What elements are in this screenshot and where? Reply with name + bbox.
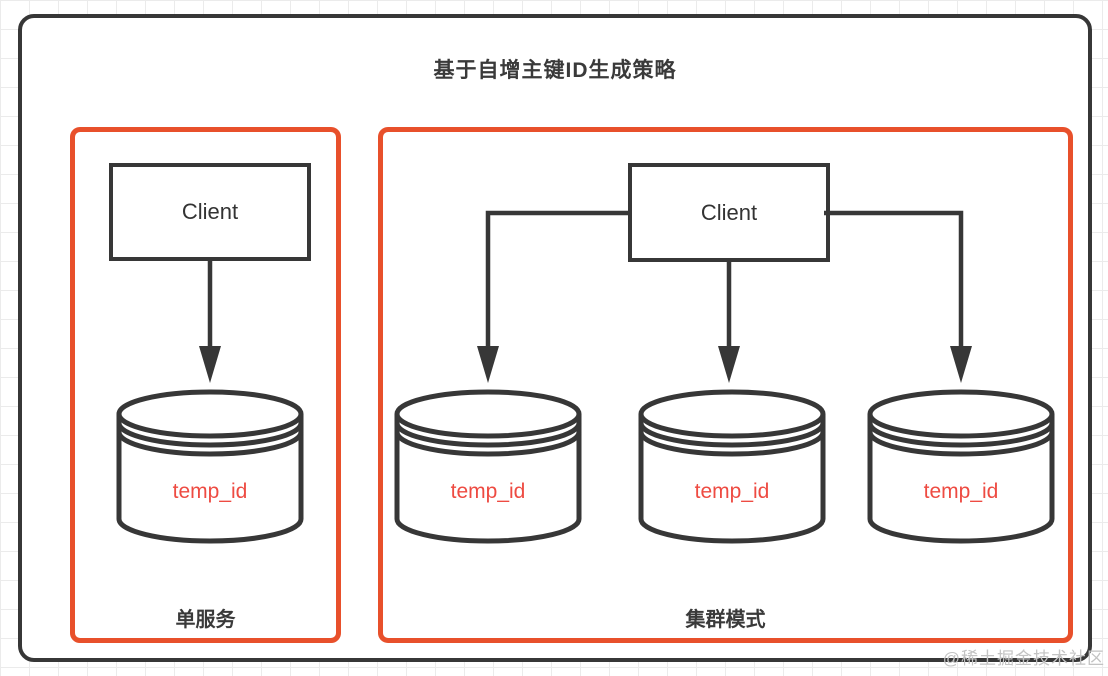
diagram-title: 基于自增主键ID生成策略 — [433, 59, 677, 82]
client-node-cluster: Client — [628, 163, 830, 262]
db-label-cluster-3: temp_id — [923, 480, 999, 503]
db-label-single: temp_id — [172, 480, 248, 503]
client-node-single-label: Client — [181, 199, 239, 224]
cluster-mode-panel — [378, 127, 1073, 643]
db-label-cluster-1: temp_id — [450, 480, 526, 503]
db-label-cluster-2: temp_id — [694, 480, 770, 503]
watermark: @稀土掘金技术社区 — [942, 649, 1105, 668]
single-service-panel — [70, 127, 341, 643]
section-label-single-service: 单服务 — [175, 609, 236, 631]
section-label-cluster-mode: 集群模式 — [685, 609, 766, 631]
client-node-single: Client — [109, 163, 311, 261]
client-node-cluster-label: Client — [700, 199, 758, 225]
